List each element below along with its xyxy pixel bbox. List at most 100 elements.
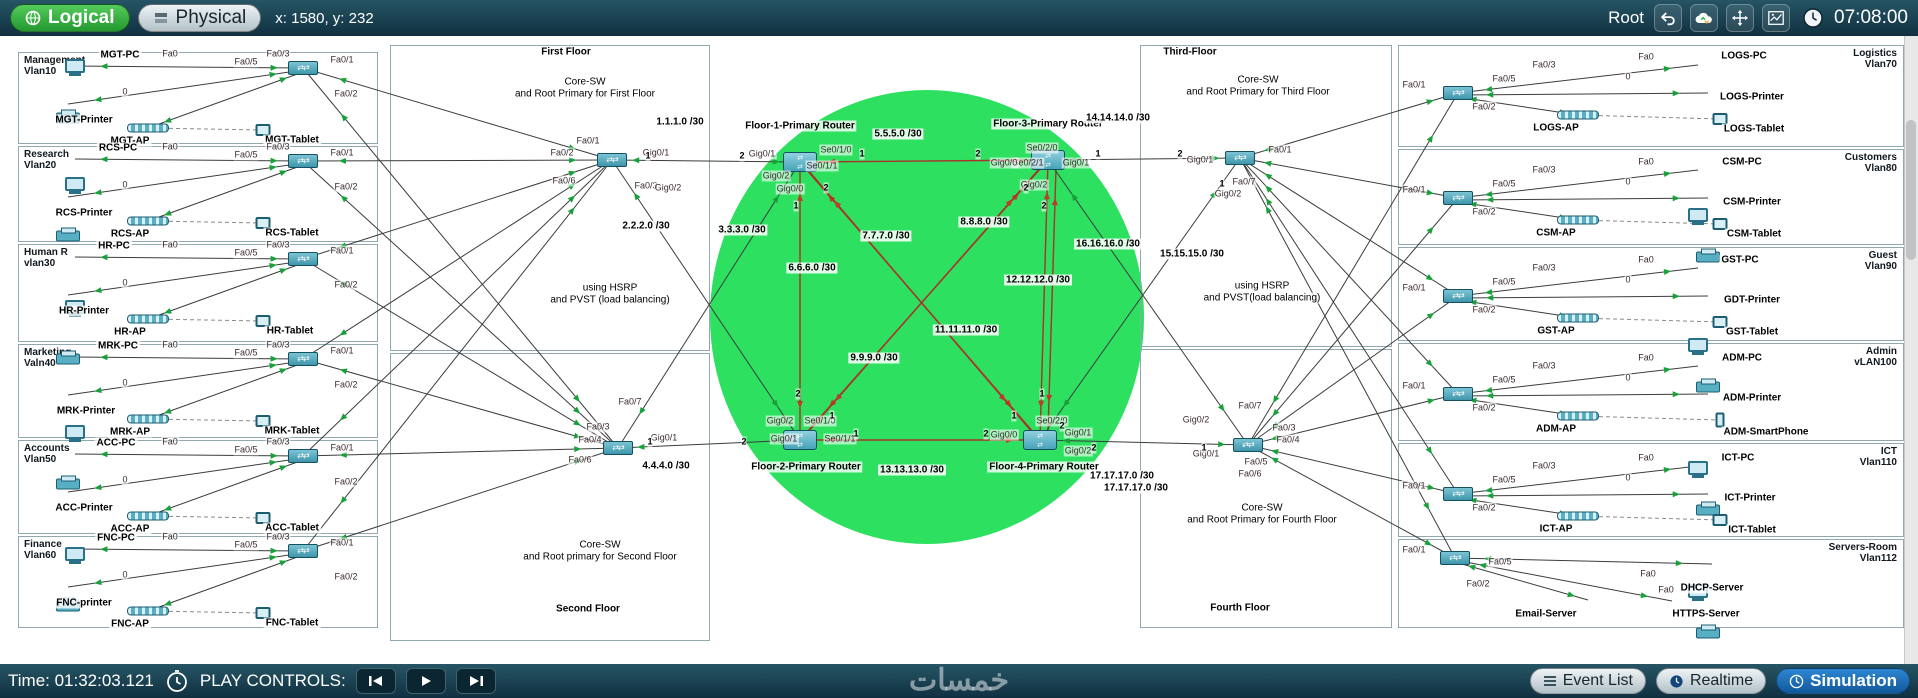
- mgt-ap-device[interactable]: [127, 123, 169, 133]
- logs-ap-device[interactable]: [1557, 110, 1599, 120]
- vlan10-switch-device[interactable]: [288, 61, 318, 75]
- mgt-pc-device[interactable]: [65, 59, 85, 73]
- stopwatch-icon: [165, 669, 189, 693]
- vlan40-switch-device[interactable]: [288, 352, 318, 366]
- physical-tab[interactable]: Physical: [137, 4, 262, 32]
- vlan70-switch-device[interactable]: [1443, 86, 1473, 100]
- vlan90-switch-device[interactable]: [1443, 289, 1473, 303]
- ict-pc-label: ICT-PC: [1719, 452, 1757, 464]
- step-forward-button[interactable]: [455, 668, 496, 694]
- gst-pc-device[interactable]: [1688, 461, 1708, 475]
- port-label: 0: [1624, 274, 1632, 286]
- vlan112-switch-device[interactable]: [1440, 551, 1470, 565]
- port-label: Fa0: [1639, 568, 1657, 580]
- adm-ap-device[interactable]: [1557, 411, 1599, 421]
- port-label: Fa0/5: [1487, 556, 1513, 568]
- vlan60-switch-device[interactable]: [288, 544, 318, 558]
- port-label: Fa0/3: [265, 141, 291, 153]
- rcs-ap-device[interactable]: [127, 216, 169, 226]
- port-label: Gig0/2: [761, 170, 791, 182]
- logs-pc-label: LOGS-PC: [1719, 50, 1769, 62]
- adm-pc-label: ADM-PC: [1720, 352, 1764, 364]
- hr-ap-device[interactable]: [127, 314, 169, 324]
- mrk-pc-device[interactable]: [65, 425, 85, 439]
- core-sw-4-device[interactable]: [1233, 438, 1263, 452]
- vlan80-switch-device[interactable]: [1443, 191, 1473, 205]
- simulation-button[interactable]: Simulation: [1776, 668, 1910, 694]
- csm-ap-device[interactable]: [1557, 215, 1599, 225]
- port-label: Fa0/1: [1401, 544, 1427, 556]
- cloud-sync-button[interactable]: [1690, 4, 1719, 32]
- core-sw-1-device[interactable]: [597, 153, 627, 167]
- num-label: 2: [739, 150, 745, 162]
- mrk-ap-device[interactable]: [127, 414, 169, 424]
- csm-pc-device[interactable]: [1688, 338, 1708, 352]
- core-sw-3-device[interactable]: [1225, 151, 1255, 165]
- port-label: 0: [121, 86, 129, 98]
- core-sw-2-device[interactable]: [603, 441, 633, 455]
- vlan30-switch-device[interactable]: [288, 252, 318, 266]
- vlan90-group-title: Guest Vlan90: [1864, 250, 1897, 272]
- note-label: and Root Primary for Fourth Floor: [1185, 514, 1339, 526]
- realtime-label: Realtime: [1689, 672, 1754, 689]
- viewport-chart-button[interactable]: [1762, 4, 1791, 32]
- net-label: 7.7.7.0 /30: [860, 230, 912, 242]
- vlan40-group-title: Marketing Valn40: [24, 347, 72, 369]
- port-label: Fa0/1: [329, 54, 355, 66]
- port-label: Fa0: [1637, 352, 1655, 364]
- port-label: Fa0/3: [1531, 59, 1557, 71]
- vlan20-switch-device[interactable]: [288, 154, 318, 168]
- logs-printer-device[interactable]: [1696, 248, 1720, 263]
- adm-printer-device[interactable]: [1696, 624, 1720, 639]
- port-label: Fa0/5: [233, 149, 259, 161]
- gdt-printer-device[interactable]: [1696, 501, 1720, 516]
- port-label: Fa0/1: [329, 147, 355, 159]
- net-label: 11.11.11.0 /30: [932, 324, 1000, 336]
- adm-smartphone-device[interactable]: [1715, 412, 1725, 428]
- mgt-printer-label: MGT-Printer: [53, 114, 115, 126]
- vlan50-switch-device[interactable]: [288, 449, 318, 463]
- hr-printer-device[interactable]: [56, 350, 80, 365]
- scrollbar-thumb[interactable]: [1906, 120, 1916, 260]
- net-label: 12.12.12.0 /30: [1004, 274, 1072, 286]
- move-mode-button[interactable]: [1726, 4, 1755, 32]
- port-label: Fa0/2: [1471, 502, 1497, 514]
- mrk-printer-device[interactable]: [56, 475, 80, 490]
- realtime-button[interactable]: Realtime: [1655, 668, 1767, 694]
- vertical-scrollbar[interactable]: [1904, 36, 1918, 664]
- logs-pc-device[interactable]: [1688, 208, 1708, 222]
- cloud-icon: [1693, 10, 1715, 26]
- port-label: Fa0/1: [575, 135, 601, 147]
- port-label: Fa0/1: [329, 442, 355, 454]
- ict-ap-device[interactable]: [1557, 511, 1599, 521]
- rcs-printer-device[interactable]: [56, 227, 80, 242]
- port-label: Gig0/1: [1063, 427, 1093, 439]
- vlan100-switch-device[interactable]: [1443, 387, 1473, 401]
- clock-toggle-button[interactable]: [164, 668, 190, 694]
- realtime-clock-icon: [1669, 674, 1684, 689]
- gst-ap-device[interactable]: [1557, 313, 1599, 323]
- fnc-ap-device[interactable]: [127, 606, 169, 616]
- name-label: Fourth Floor: [1208, 602, 1272, 614]
- port-label: Fa0/3: [265, 436, 291, 448]
- vlan110-switch-device[interactable]: [1443, 487, 1473, 501]
- port-label: Fa0: [161, 339, 179, 351]
- rcs-pc-device[interactable]: [65, 177, 85, 191]
- port-label: Fa0/3: [1531, 164, 1557, 176]
- port-label: 0: [121, 377, 129, 389]
- floor-4-primary-router-device[interactable]: [1023, 430, 1057, 450]
- vlan70-group-title: Logistics Vlan70: [1853, 48, 1897, 70]
- logical-tab[interactable]: Logical: [10, 4, 130, 32]
- back-button[interactable]: [1654, 4, 1683, 32]
- acc-tablet-label: ACC-Tablet: [263, 522, 321, 534]
- acc-pc-device[interactable]: [65, 547, 85, 561]
- step-back-button[interactable]: [355, 668, 396, 694]
- mgt-pc-label: MGT-PC: [98, 49, 142, 61]
- csm-printer-device[interactable]: [1696, 378, 1720, 393]
- acc-ap-device[interactable]: [127, 511, 169, 521]
- play-button[interactable]: [405, 668, 446, 694]
- note-label: and Root Primary for First Floor: [512, 88, 658, 100]
- port-label: Fa0/5: [1491, 474, 1517, 486]
- event-list-button[interactable]: Event List: [1529, 668, 1646, 694]
